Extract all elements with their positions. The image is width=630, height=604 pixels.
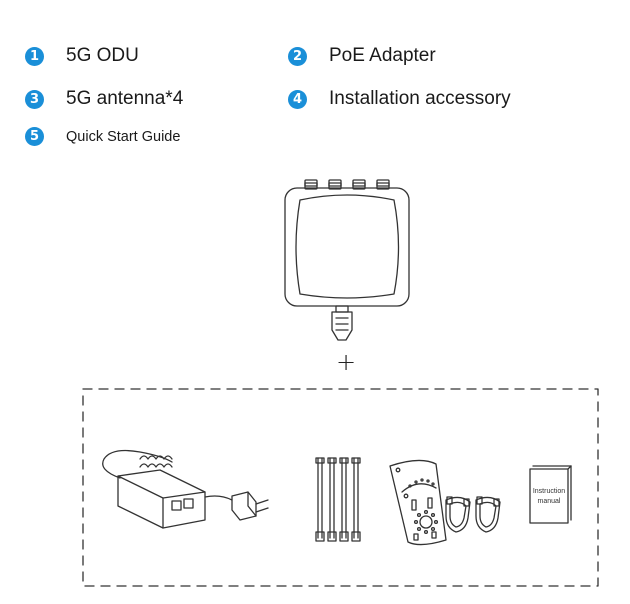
antenna-icons bbox=[315, 457, 361, 542]
quick-start-guide-icon bbox=[529, 465, 572, 524]
number-badge-1: 1 bbox=[25, 46, 44, 66]
list-item-poe-adapter: 2 PoE Adapter bbox=[288, 45, 436, 67]
number-badge-4: 4 bbox=[288, 89, 307, 109]
poe-adapter-icon bbox=[102, 449, 269, 529]
item-label-antenna: 5G antenna*4 bbox=[66, 88, 184, 109]
plus-sign: + bbox=[336, 348, 356, 376]
item-label-poe-adapter: PoE Adapter bbox=[329, 45, 436, 66]
item-label-installation-accessory: Installation accessory bbox=[329, 88, 511, 109]
manual-label-line1: Instruction bbox=[533, 488, 565, 495]
installation-accessory-icon bbox=[389, 459, 501, 546]
number-badge-5: 5 bbox=[25, 127, 44, 146]
number-badge-2: 2 bbox=[288, 46, 307, 66]
list-item-quick-start-guide: 5 Quick Start Guide bbox=[25, 127, 180, 146]
odu-device-icon bbox=[284, 179, 410, 341]
item-label-odu: 5G ODU bbox=[66, 45, 139, 66]
item-label-quick-start-guide: Quick Start Guide bbox=[66, 128, 181, 145]
manual-label-line2: manual bbox=[538, 498, 561, 505]
number-badge-3: 3 bbox=[25, 89, 44, 109]
list-item-installation-accessory: 4 Installation accessory bbox=[288, 88, 511, 110]
list-item-antenna: 3 5G antenna*4 bbox=[25, 88, 183, 110]
list-item-odu: 1 5G ODU bbox=[25, 45, 139, 67]
accessories-box bbox=[82, 388, 599, 587]
